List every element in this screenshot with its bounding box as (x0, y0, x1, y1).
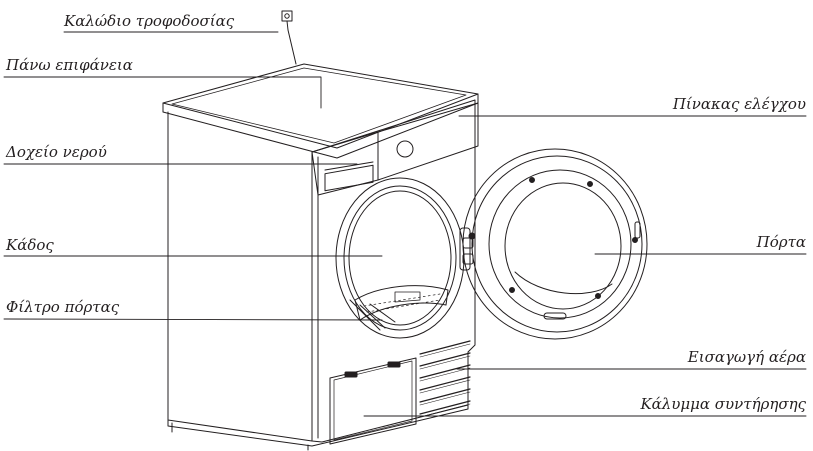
front-panel (311, 99, 476, 443)
label-control-panel: Πίνακας ελέγχου (672, 95, 806, 113)
cabinet (162, 63, 479, 451)
leader-top-surface (3, 76, 322, 109)
label-air-inlet: Εισαγωγή αέρα (687, 348, 806, 366)
service-cover (329, 357, 417, 445)
water-tank-handle (324, 164, 374, 192)
label-door: Πόρτα (756, 233, 806, 251)
label-service-cover: Κάλυμμα συντήρησης (640, 395, 806, 413)
door (462, 148, 648, 340)
control-panel-strip (311, 102, 479, 196)
drum-opening (335, 177, 474, 339)
control-knob (396, 140, 414, 158)
air-inlet-vents (419, 340, 471, 418)
leader-lines (3, 31, 807, 417)
label-power-cord: Καλώδιο τροφοδοσίας (64, 12, 235, 30)
door-filter (354, 285, 449, 321)
label-door-filter: Φίλτρο πόρτας (6, 298, 120, 316)
power-cord-icon (281, 10, 297, 65)
label-water-tank: Δοχείο νερού (6, 143, 107, 161)
leader-door-filter (3, 318, 383, 321)
label-top-surface: Πάνω επιφάνεια (6, 56, 133, 74)
label-drum: Κάδος (6, 236, 54, 254)
left-side-panel (167, 111, 313, 442)
